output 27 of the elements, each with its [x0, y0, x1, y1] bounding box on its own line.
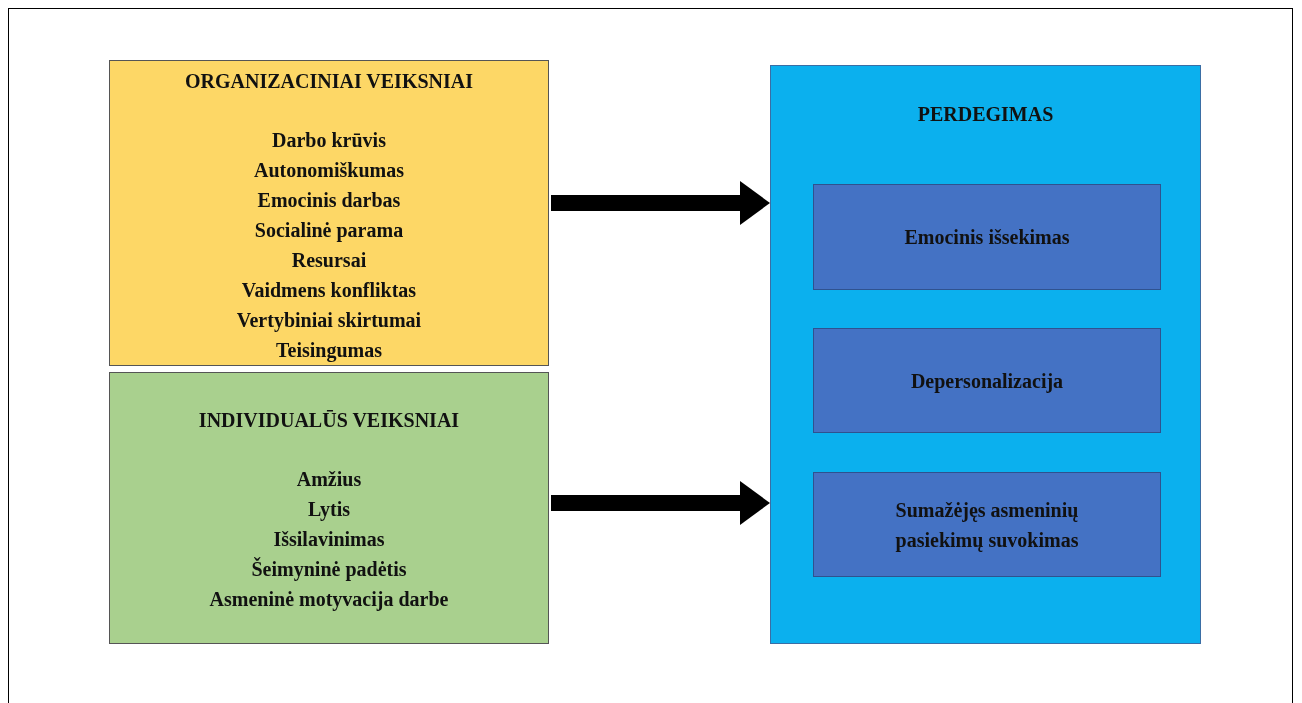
dimension-box: [813, 184, 1161, 290]
dimension-box: [813, 472, 1161, 577]
box-text: Emocinis darbas: [257, 188, 401, 213]
box-text: Vaidmens konfliktas: [241, 278, 417, 303]
box-text: Socialinė parama: [254, 218, 404, 244]
box-text: Resursai: [291, 248, 367, 273]
box-text: Darbo krūvis: [272, 128, 386, 153]
dimension-box: [813, 328, 1161, 433]
box-heading: PERDEGIMAS: [917, 102, 1054, 127]
box-heading: INDIVIDUALŪS VEIKSNIAI: [198, 408, 460, 433]
arrow: [551, 481, 770, 525]
box-text: Emocinis išsekimas: [904, 225, 1070, 250]
box-text: Sumažėjęs asmeninių pasiekimų suvokimas: [894, 497, 1080, 554]
factor-box: [109, 60, 549, 366]
arrow: [551, 181, 770, 225]
box-text: Vertybiniai skirtumai: [236, 308, 422, 334]
box-heading: ORGANIZACINIAI VEIKSNIAI: [185, 69, 473, 94]
box-text: Autonomiškumas: [253, 158, 404, 183]
box-text: Teisingumas: [276, 338, 382, 364]
box-text: Išsilavinimas: [273, 527, 385, 552]
factor-box: [770, 65, 1201, 644]
box-text: Lytis: [307, 497, 351, 523]
box-text: Amžius: [296, 467, 362, 492]
factor-box: [109, 372, 549, 644]
box-text: Depersonalizacija: [910, 368, 1064, 395]
box-text: Asmeninė motyvacija darbe: [209, 587, 449, 613]
box-text: Šeimyninė padėtis: [251, 556, 407, 583]
